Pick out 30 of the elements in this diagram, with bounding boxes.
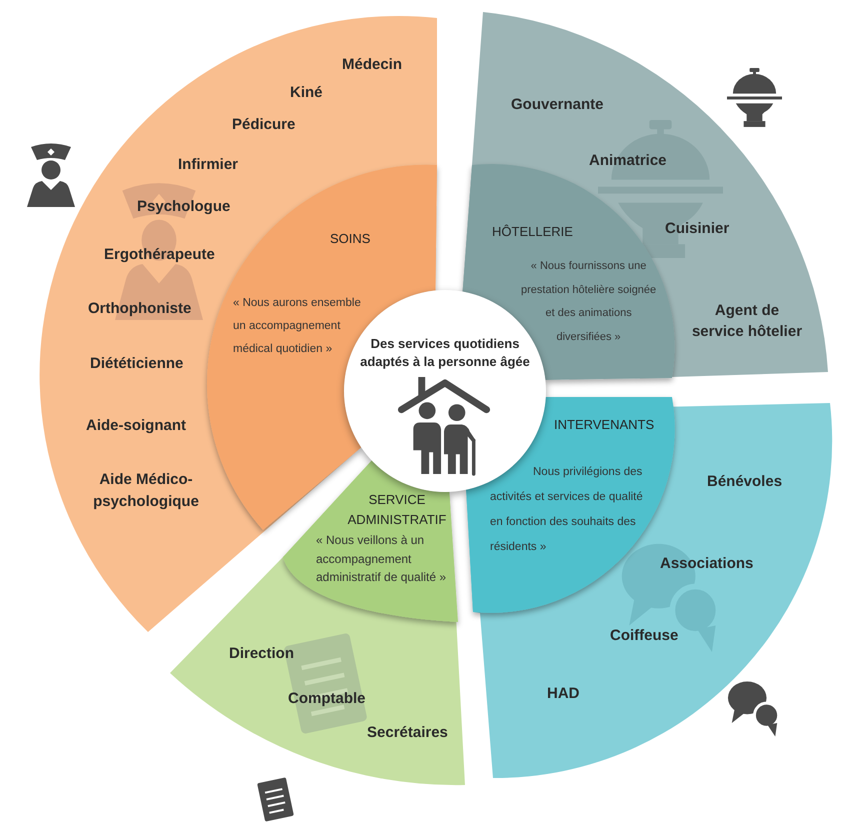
- quote-text: « Nous veillons à un accompagnement administratif de qualité »: [316, 533, 446, 584]
- role-label: Ergothérapeute: [104, 246, 215, 263]
- role-label: Comptable: [288, 690, 366, 707]
- inner-sector: [283, 460, 458, 622]
- role-label: Pédicure: [232, 116, 296, 133]
- sector-title: SERVICE ADMINISTRATIF: [348, 492, 446, 527]
- outer-sector: [466, 397, 833, 778]
- role-label: Kiné: [290, 84, 323, 101]
- role-label: Infirmier: [178, 156, 238, 173]
- role-label: Diététicienne: [90, 355, 184, 372]
- role-label: Aide Médico-psychologique: [93, 471, 199, 510]
- role-label: Orthophoniste: [88, 300, 192, 317]
- role-label: Psychologue: [137, 198, 230, 215]
- role-label: Animatrice: [589, 152, 667, 169]
- role-label: Associations: [660, 555, 754, 572]
- role-label: Bénévoles: [707, 473, 782, 490]
- sector-title: SOINS: [330, 231, 370, 246]
- role-label: Secrétaires: [367, 724, 448, 741]
- role-label: HAD: [547, 685, 580, 702]
- quote-text: « Nous aurons ensemble un accompagnement médical quotidien »: [233, 297, 361, 355]
- role-label: Coiffeuse: [610, 627, 678, 644]
- role-label: Aide-soignant: [86, 417, 186, 434]
- role-label: Direction: [229, 645, 294, 662]
- sector-title: INTERVENANTS: [554, 417, 654, 432]
- quote-text: Nous privilégions des activités et services de qualité en fonction des souhaits des résidents »: [490, 466, 643, 552]
- role-label: Gouvernante: [511, 96, 604, 113]
- sector-title: HÔTELLERIE: [492, 224, 573, 239]
- role-label: Médecin: [342, 56, 402, 73]
- role-label: Agent de service hôtelier: [692, 302, 802, 340]
- role-label: Cuisinier: [665, 220, 730, 237]
